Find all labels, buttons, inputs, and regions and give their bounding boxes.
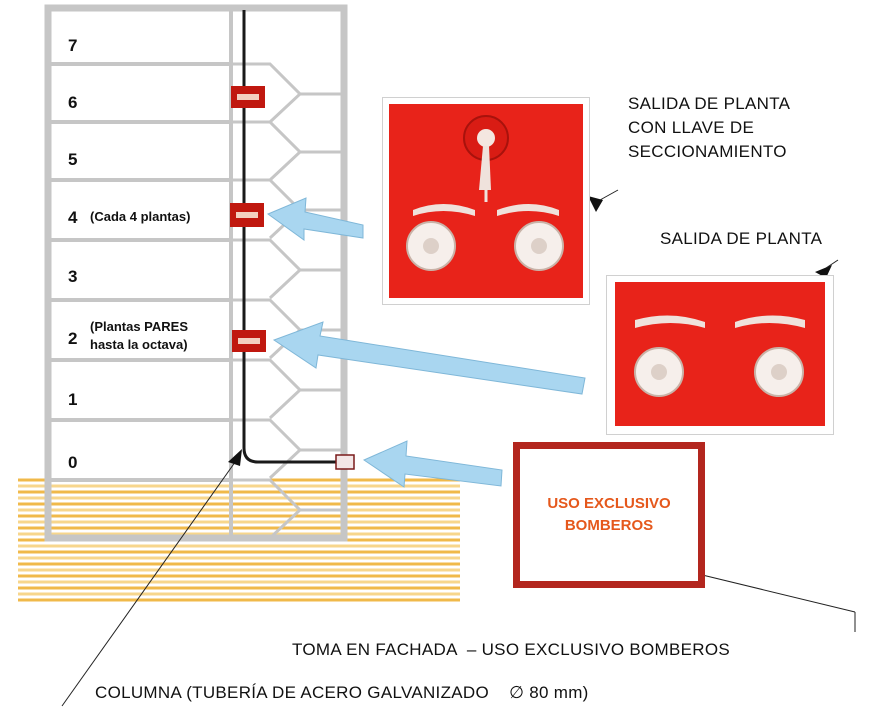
leader-column [61, 457, 239, 707]
arrow-to-facade-inlet [362, 440, 503, 488]
floor-label-7: 7 [68, 36, 78, 55]
floor-cabinet-6 [231, 86, 265, 108]
facade-inlet-caption: TOMA EN FACHADA – USO EXCLUSIVO BOMBEROS [292, 640, 731, 659]
floor-cabinet-2 [232, 330, 266, 352]
outlet-valve-caption-line2: CON LLAVE DE [628, 118, 755, 137]
outlet-valve-cabinet-photo [382, 97, 590, 305]
floor-cabinet-4 [230, 203, 264, 227]
outlet-valve-caption: SALIDA DE PLANTA CON LLAVE DE SECCIONAMI… [628, 92, 790, 164]
floor-label-2: 2 [68, 329, 78, 348]
building-section [44, 4, 355, 542]
floor-label-4: 4 [68, 208, 78, 227]
outlet-valve-caption-line3: SECCIONAMIENTO [628, 142, 787, 161]
sign-line-1: USO EXCLUSIVO [547, 495, 671, 512]
sign-line-2: BOMBEROS [564, 517, 654, 534]
leader-outlet-arrowhead [815, 265, 832, 278]
arrow-to-floor-4 [266, 197, 364, 241]
fire-brigade-sign: USO EXCLUSIVO BOMBEROS [513, 442, 705, 588]
floor-label-1: 1 [68, 390, 78, 409]
outlet-valve-caption-line1: SALIDA DE PLANTA [628, 94, 791, 113]
facade-inlet-box [335, 454, 355, 470]
outlet-cabinet-photo [606, 275, 834, 435]
outlet-caption: SALIDA DE PLANTA [660, 229, 823, 248]
leader-outlet-valve-arrowhead [588, 196, 603, 212]
floor-label-3: 3 [68, 267, 78, 286]
arrow-to-floor-2 [272, 321, 586, 395]
floor-label-5: 5 [68, 150, 78, 169]
floor-label-6: 6 [68, 93, 78, 112]
leader-column-arrowhead [228, 449, 242, 466]
floor-label-0: 0 [68, 453, 78, 472]
riser-column-pipe [242, 10, 340, 464]
floor-2-note-line2: hasta la octava) [90, 337, 188, 352]
leader-facade [689, 571, 856, 613]
floor-2-note-line1: (Plantas PARES [90, 319, 189, 334]
floor-4-note: (Cada 4 plantas) [90, 209, 191, 224]
column-caption: COLUMNA (TUBERÍA DE ACERO GALVANIZADO ∅ … [95, 683, 589, 702]
